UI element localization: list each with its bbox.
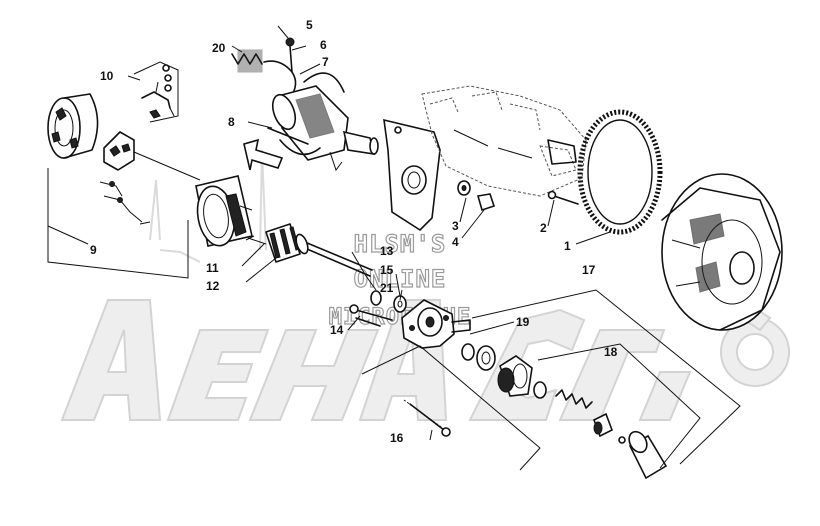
callout-13: 13 (380, 244, 394, 258)
callout-7: 7 (322, 55, 329, 69)
part-mounting-bracket (383, 118, 441, 232)
watermark-line1: HLSM'S (354, 230, 447, 258)
part-field-housing (195, 175, 253, 247)
callout-15: 15 (380, 263, 394, 277)
callout-4: 4 (452, 235, 459, 249)
callout-9: 9 (90, 243, 97, 257)
part-screws (349, 304, 393, 327)
part-ring-gear (577, 109, 663, 235)
callout-17: 17 (582, 263, 596, 277)
part-washer-nut (457, 180, 496, 212)
callout-3: 3 (452, 219, 459, 233)
engine-ghost (421, 85, 587, 197)
part-through-bolt (403, 399, 451, 437)
part-bolt (547, 190, 579, 205)
callout-1: 1 (564, 239, 571, 253)
part-terminal-hardware (133, 61, 179, 123)
leader-lines (47, 25, 611, 441)
callout-18: 18 (604, 345, 618, 359)
callout-5: 5 (306, 18, 313, 32)
callout-8: 8 (228, 115, 235, 129)
callout-10: 10 (100, 69, 114, 83)
callout-6: 6 (320, 38, 327, 52)
part-solenoid-starter (231, 37, 379, 172)
callout-21: 21 (380, 281, 394, 295)
callout-16: 16 (390, 431, 404, 445)
callout-12: 12 (206, 279, 220, 293)
part-drive-end-housing (401, 299, 471, 349)
callout-14: 14 (330, 323, 344, 337)
callout-19: 19 (516, 315, 530, 329)
part-end-cap (47, 93, 201, 225)
callout-11: 11 (206, 261, 219, 275)
part-flywheel (661, 173, 783, 331)
callout-20: 20 (212, 41, 226, 55)
bracket-9 (47, 168, 189, 279)
part-drive-assembly (361, 289, 741, 480)
callout-numbers: 1 2 3 4 5 6 7 8 9 10 11 12 13 14 15 16 1… (90, 18, 618, 445)
callout-2: 2 (540, 221, 547, 235)
direction-arrow (243, 138, 284, 171)
